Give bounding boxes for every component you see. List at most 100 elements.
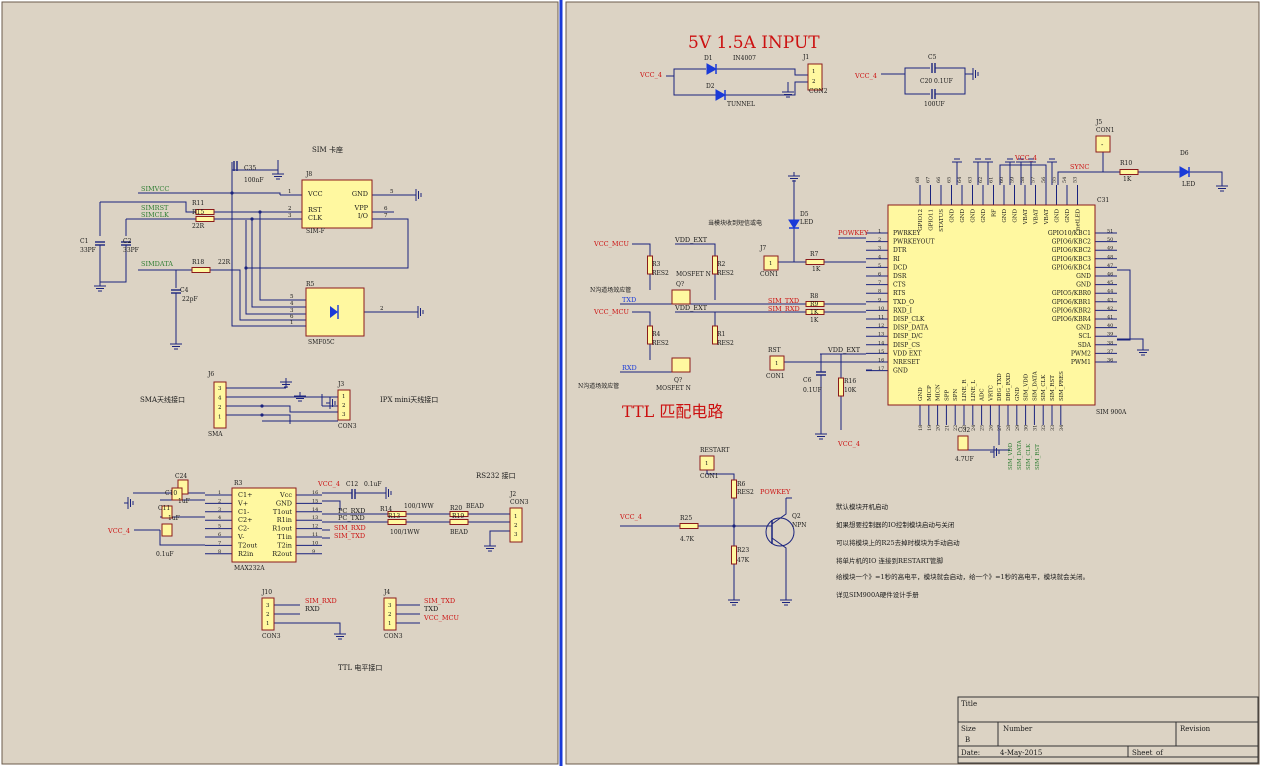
sim900-right-pin: GPIO6/KBR1 (1052, 299, 1091, 306)
sim900-bottom-pin: GND (1015, 387, 1021, 401)
label-led: LED (1182, 181, 1195, 188)
sim900-right-pin: GPIO6/KBR2 (1052, 307, 1091, 314)
label: 2 (380, 306, 384, 312)
label-j10: J10 (261, 589, 272, 596)
label: 7 (384, 213, 388, 219)
sim900-left-pin: CTS (893, 282, 906, 289)
pin-number: 9 (878, 297, 881, 303)
title-block-of: of (1156, 749, 1164, 757)
sim900-right-pin: SDA (1078, 342, 1092, 349)
pin-number: 40 (1107, 323, 1113, 329)
pin-number: 50 (1107, 237, 1113, 243)
title-block-revision: Revision (1180, 725, 1211, 733)
pin-number: 55 (1052, 177, 1058, 183)
wire (322, 500, 341, 510)
pin-number: 1 (878, 229, 881, 235)
label: 3 (218, 386, 222, 392)
sim900-right-pin: PWM1 (1071, 359, 1091, 366)
label-c12_val: 0.1uF (364, 481, 382, 488)
net-simrst: SIMRST (141, 204, 169, 212)
label-d2_val: TUNNEL (727, 101, 755, 108)
label-d1_val: IN4007 (733, 55, 756, 62)
pin-number: 44 (1107, 289, 1113, 295)
net-vcc_4: VCC_4 (619, 513, 642, 521)
label: 12 (312, 524, 318, 530)
label: 6 (218, 532, 221, 538)
label-con3: CON3 (338, 423, 357, 430)
net-sim_rxd: SIM_RXD (768, 305, 800, 313)
wire (935, 74, 966, 95)
sim900-left-pin: RTS (893, 290, 906, 297)
label: 2 (288, 206, 292, 212)
label-c5: C5 (928, 54, 937, 61)
label-r20: R20 (450, 505, 462, 512)
pin-number: 6 (878, 272, 881, 278)
note-4: 将单片机的IO 连接到RESTART管脚 (836, 556, 943, 565)
sim900-left-pin: PWRKEYOUT (893, 239, 935, 246)
capacitor-c32-body (957, 435, 969, 451)
label: 4 (290, 301, 294, 307)
label: 2 (514, 523, 518, 529)
net-simvcc: SIMVCC (141, 185, 169, 193)
label-d1: D1 (704, 55, 713, 62)
sim900-bottom-pin: MICN (936, 384, 942, 401)
sim-socket-title: SIM 卡座 (312, 145, 343, 154)
capacitor-c11 (161, 505, 173, 519)
label-j7: J7 (759, 245, 766, 252)
pin-number: 20 (936, 425, 942, 431)
note-3: 可以将模块上的R25去掉时模块为手动启动 (836, 538, 960, 547)
label: 5 (390, 189, 394, 195)
pin-number: 12 (878, 323, 884, 329)
wire (489, 530, 510, 542)
label: 1 (218, 415, 222, 421)
label-r13: R13 (388, 513, 400, 520)
sim900-right-pin: GND (1076, 282, 1091, 289)
sim900-left-pin: GND (893, 368, 908, 375)
pin-number: 67 (926, 177, 932, 183)
sim900-top-pin: RF (992, 209, 998, 217)
sim-net-stub: SIM_VDD (1008, 442, 1014, 470)
sim900-top-pin: VBAT (1034, 209, 1040, 226)
components (94, 63, 1228, 640)
pin-number: 65 (947, 177, 953, 183)
label-r_22: 22R (192, 223, 205, 230)
connector-j4 (383, 597, 397, 631)
label: 8 (218, 549, 221, 555)
pin-number: 54 (1062, 177, 1068, 183)
label-j4: J4 (383, 589, 390, 596)
pin-number: 37 (1107, 349, 1113, 355)
label-c1: C1 (80, 238, 88, 245)
label-d5-note: 当模块收到短信或电 (708, 219, 762, 227)
sim900-top-pin: GND (981, 208, 987, 222)
sim900-top-pin: netLED (1076, 208, 1082, 230)
label-r23: R23 (737, 547, 749, 554)
label-j6: J6 (207, 371, 214, 378)
net-powkey: POWKEY (760, 488, 791, 496)
label: - (1101, 141, 1104, 149)
label-c2_val: 33PF (123, 247, 139, 254)
net-sync: SYNC (1070, 163, 1089, 171)
max232-right-pin: Vcc (279, 491, 292, 499)
pin-number: 42 (1107, 306, 1113, 312)
wire (100, 245, 127, 283)
wire (1117, 269, 1131, 341)
label-r7: R7 (810, 251, 819, 258)
wire (239, 300, 306, 321)
label-res2: RES2 (652, 270, 669, 277)
label: 1 (812, 69, 816, 75)
label-restart_j: RESTART (700, 447, 729, 454)
sim900-bottom-pin: SIM_PRES (1059, 371, 1065, 401)
sim900-top-pin: GND (971, 208, 977, 222)
label-c11: C11 (158, 505, 170, 512)
resistor-r14 (387, 511, 407, 517)
sim900-bottom-pin: ADC (980, 388, 986, 402)
wire (100, 201, 196, 213)
wire (138, 192, 281, 195)
sim-net-stub: SIM_CLK (1026, 443, 1032, 470)
pin-number: 61 (989, 177, 995, 183)
title-block-size-value: B (965, 736, 970, 744)
label: 2 (388, 612, 392, 618)
sim900-top-pin: VBAT (1044, 209, 1050, 226)
sim900-right-pin: GND (1076, 325, 1091, 332)
